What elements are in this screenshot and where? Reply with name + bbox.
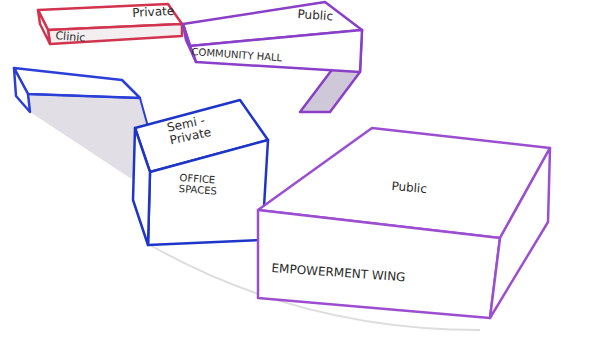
block-face xyxy=(38,10,50,44)
block-face xyxy=(258,210,500,318)
block-face xyxy=(190,30,362,72)
block-outline xyxy=(250,125,565,335)
massing-block: PublicEMPOWERMENT WING xyxy=(250,125,565,335)
block-face xyxy=(133,128,150,245)
massing-block: PublicCOMMUNITY HALL xyxy=(175,0,370,118)
space-label: OFFICE SPACES xyxy=(178,172,239,198)
privacy-label: Private xyxy=(132,3,203,20)
unlabeled-block-side xyxy=(14,68,30,112)
block-face xyxy=(148,140,268,245)
massing-block: Semi - PrivateOFFICE SPACES xyxy=(128,95,278,255)
block-face xyxy=(490,148,550,318)
massing-block: PrivateClinic xyxy=(30,0,190,50)
